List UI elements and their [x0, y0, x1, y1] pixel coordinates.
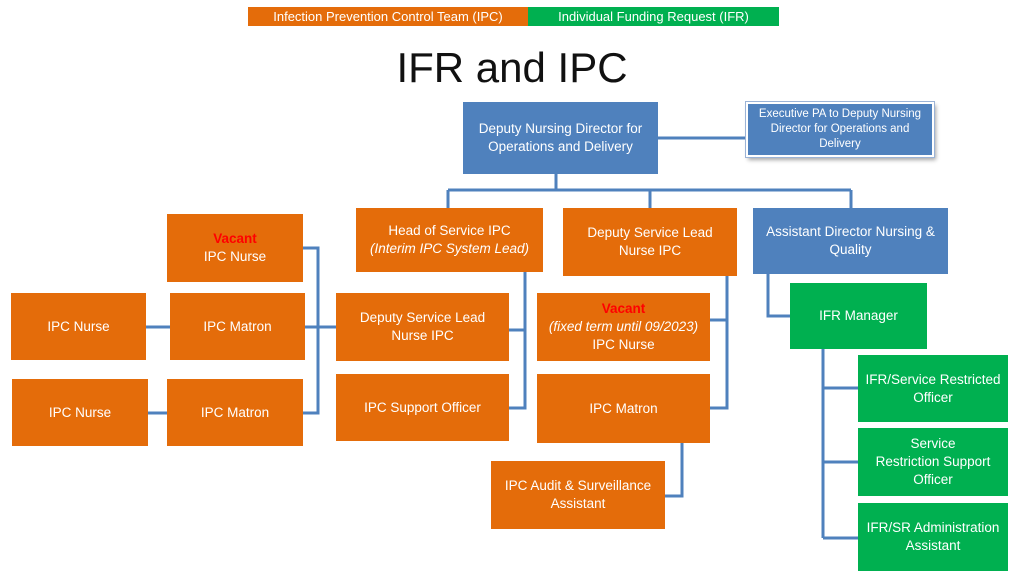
ipc-support-officer-box[interactable]: IPC Support Officer: [336, 374, 509, 441]
service-restriction-support-line1: Service: [910, 436, 956, 451]
head-of-service-ipc-line1: Head of Service IPC: [388, 223, 511, 238]
ipc-nurse-1-label: IPC Nurse: [47, 318, 110, 334]
vacant-ipc-nurse-label: IPC Nurse: [203, 249, 267, 264]
service-restriction-support-line2: Restriction Support: [875, 454, 991, 469]
connector-matron-audit: [665, 443, 684, 498]
ipc-audit-line1: IPC Audit & Surveillance: [504, 478, 652, 493]
vacant-fixed-term-label: IPC Nurse: [592, 337, 655, 352]
ipc-nurse-1-box[interactable]: IPC Nurse: [11, 293, 146, 360]
vacant-ipc-nurse-box[interactable]: Vacant IPC Nurse: [167, 214, 303, 282]
ipc-support-officer-label: IPC Support Officer: [364, 399, 481, 415]
assistant-director-line1: Assistant Director Nursing &: [766, 224, 935, 239]
page-title: IFR and IPC: [396, 44, 628, 91]
executive-pa-line1: Executive PA to Deputy Nursing: [758, 108, 922, 120]
connector-ifr-stack: [821, 349, 858, 540]
ipc-audit-line2: Assistant: [550, 496, 606, 511]
deputy-service-lead-mid-line1: Deputy Service Lead: [359, 310, 486, 325]
service-restriction-support-line3: Officer: [913, 472, 953, 487]
legend-ifr: Individual Funding Request (IFR): [528, 7, 779, 26]
connector-left-group: [146, 246, 336, 415]
ifr-manager-box[interactable]: IFR Manager: [790, 283, 927, 349]
executive-pa-line3: Delivery: [819, 138, 861, 150]
head-of-service-ipc-line2: (Interim IPC System Lead): [369, 241, 530, 256]
deputy-service-lead-top-line1: Deputy Service Lead: [587, 225, 713, 240]
connector-ad-ifr: [766, 274, 790, 318]
legend-ipc: Infection Prevention Control Team (IPC): [248, 7, 528, 26]
ipc-matron-1-label: IPC Matron: [203, 318, 272, 334]
ifr-service-restricted-line2: Officer: [913, 389, 953, 405]
deputy-service-lead-top-box[interactable]: Deputy Service Lead Nurse IPC: [563, 208, 737, 276]
vacant-fixed-term-term: (fixed term until 09/2023): [548, 319, 699, 334]
deputy-service-lead-top-line2: Nurse IPC: [618, 243, 682, 258]
deputy-nursing-director-box[interactable]: Deputy Nursing Director for Operations a…: [463, 102, 658, 174]
ipc-matron-3-box[interactable]: IPC Matron: [537, 374, 710, 443]
deputy-service-lead-mid-box[interactable]: Deputy Service Lead Nurse IPC: [336, 293, 509, 361]
service-restriction-support-box[interactable]: Service Restriction Support Officer: [858, 428, 1008, 496]
ifr-service-restricted-line1: IFR/Service Restricted: [865, 371, 1001, 387]
connector-deputy-spine: [710, 276, 729, 410]
vacant-fixed-term-box[interactable]: Vacant (fixed term until 09/2023) IPC Nu…: [537, 293, 710, 361]
ipc-nurse-2-box[interactable]: IPC Nurse: [12, 379, 148, 446]
connector-director-bus: [446, 174, 853, 208]
connector-head-spine: [509, 272, 527, 410]
head-of-service-ipc-box[interactable]: Head of Service IPC (Interim IPC System …: [356, 208, 543, 272]
vacant-status: Vacant: [213, 231, 257, 246]
executive-pa-box[interactable]: Executive PA to Deputy Nursing Director …: [746, 102, 934, 157]
ipc-matron-2-label: IPC Matron: [200, 404, 270, 420]
ifr-service-restricted-box[interactable]: IFR/Service Restricted Officer: [858, 355, 1008, 422]
ipc-matron-3-label: IPC Matron: [589, 400, 658, 416]
ifr-sr-admin-line2: Assistant: [905, 538, 961, 553]
ipc-matron-2-box[interactable]: IPC Matron: [167, 379, 303, 446]
deputy-service-lead-mid-line2: Nurse IPC: [391, 328, 454, 343]
ipc-audit-box[interactable]: IPC Audit & Surveillance Assistant: [491, 461, 665, 529]
ifr-manager-label: IFR Manager: [819, 308, 898, 323]
ifr-sr-admin-line1: IFR/SR Administration: [866, 520, 1000, 535]
assistant-director-box[interactable]: Assistant Director Nursing & Quality: [753, 208, 948, 274]
vacant-fixed-term-status: Vacant: [601, 301, 646, 316]
deputy-nursing-director-line1: Deputy Nursing Director for: [478, 121, 643, 136]
ifr-sr-admin-box[interactable]: IFR/SR Administration Assistant: [858, 503, 1008, 571]
ipc-nurse-2-label: IPC Nurse: [48, 404, 112, 420]
deputy-nursing-director-line2: Operations and Delivery: [488, 139, 633, 154]
assistant-director-line2: Quality: [829, 242, 872, 257]
ipc-matron-1-box[interactable]: IPC Matron: [170, 293, 305, 360]
executive-pa-line2: Director for Operations and: [770, 123, 910, 135]
